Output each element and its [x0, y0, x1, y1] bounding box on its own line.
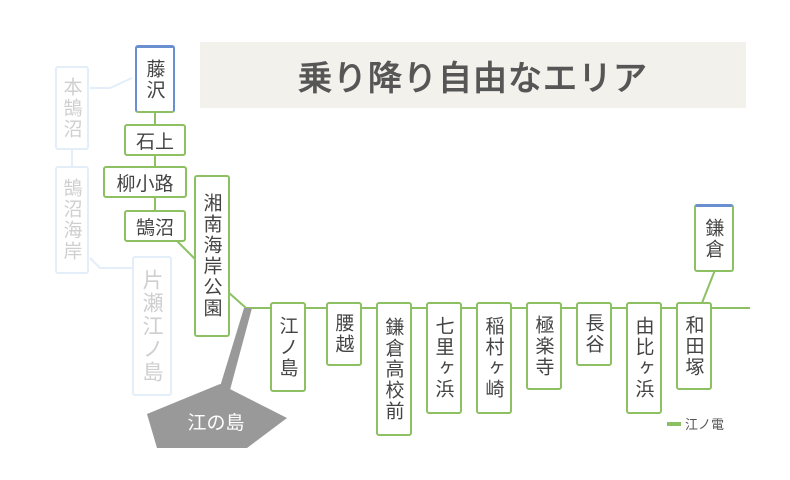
station-label: 鎌倉	[702, 217, 725, 260]
page-title: 乗り降り自由なエリア	[298, 58, 648, 99]
station-label: 七里ヶ浜	[432, 316, 455, 400]
station-fujisawa[interactable]: 藤沢	[135, 45, 175, 113]
station-label: 石上	[135, 130, 174, 153]
station-kugenuma-kaigan[interactable]: 鵠沼海岸	[55, 166, 89, 274]
station-kamakura[interactable]: 鎌倉	[694, 204, 734, 272]
station-label: 江ノ島	[276, 315, 299, 379]
station-ishigami[interactable]: 石上	[124, 124, 186, 156]
station-hon-kugenuma[interactable]: 本鵠沼	[55, 66, 89, 150]
station-label: 由比ヶ浜	[632, 316, 655, 400]
station-yuigahama[interactable]: 由比ヶ浜	[626, 302, 662, 414]
station-wadazuka[interactable]: 和田塚	[676, 302, 712, 390]
station-gokurakuji[interactable]: 極楽寺	[526, 302, 562, 390]
station-kamakura-koko-mae[interactable]: 鎌倉高校前	[376, 302, 412, 436]
station-label: 片瀬江ノ島	[140, 268, 164, 384]
station-enoshima[interactable]: 江ノ島	[270, 302, 306, 392]
enoshima-island-shape[interactable]	[147, 380, 287, 452]
station-label: 藤沢	[143, 58, 166, 101]
station-label: 稲村ヶ崎	[482, 316, 505, 400]
legend-line-swatch	[667, 421, 681, 426]
station-label: 和田塚	[682, 314, 705, 378]
station-hase[interactable]: 長谷	[576, 302, 612, 366]
station-label: 本鵠沼	[60, 76, 83, 140]
station-label: 極楽寺	[532, 314, 555, 378]
station-katase-enoshima[interactable]: 片瀬江ノ島	[132, 256, 172, 396]
station-label: 鵠沼	[135, 216, 174, 239]
station-label: 湘南海岸公園	[200, 193, 223, 319]
station-koshigoe[interactable]: 腰越	[326, 302, 362, 366]
station-shichirigahama[interactable]: 七里ヶ浜	[426, 302, 462, 414]
legend: 江ノ電	[667, 414, 724, 433]
station-label: 鎌倉高校前	[382, 316, 405, 422]
station-label: 柳小路	[116, 172, 174, 195]
station-yanagikoji[interactable]: 柳小路	[103, 166, 187, 198]
title-banner: 乗り降り自由なエリア	[200, 42, 746, 108]
station-kugenuma[interactable]: 鵠沼	[124, 210, 186, 242]
station-label: 腰越	[332, 313, 355, 355]
enoshima-island-label: 江の島	[187, 412, 245, 434]
station-inamuragasaki[interactable]: 稲村ヶ崎	[476, 302, 512, 414]
legend-label: 江ノ電	[685, 418, 725, 433]
station-label: 鵠沼海岸	[60, 178, 83, 262]
station-shonan-kaigan-koen[interactable]: 湘南海岸公園	[194, 175, 230, 337]
station-label: 長谷	[582, 313, 605, 355]
